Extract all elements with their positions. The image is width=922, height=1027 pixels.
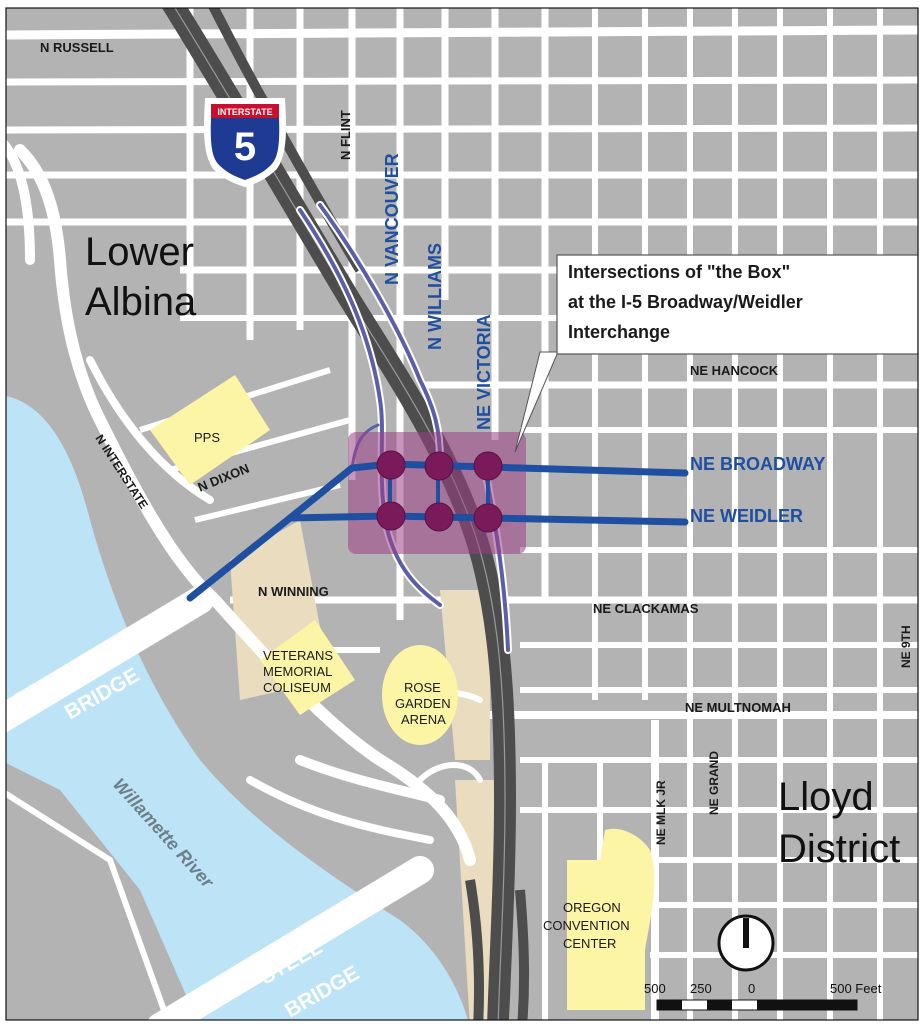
label-occ-line2: CONVENTION (543, 918, 630, 933)
label-n-williams: N WILLIAMS (425, 243, 445, 350)
scale-tick-0: 0 (748, 981, 755, 996)
label-ne-weidler: NE WEIDLER (690, 506, 803, 526)
district-lloyd-line2: District (778, 827, 900, 871)
callout: Intersections of "the Box" at the I-5 Br… (514, 254, 918, 453)
label-n-flint: N FLINT (338, 110, 353, 160)
callout-line2: at the I-5 Broadway/Weidler (568, 292, 803, 312)
label-n-winning: N WINNING (258, 584, 329, 599)
intersection-williams-weidler (424, 502, 454, 532)
scale-bar: 500 250 0 500 Feet (644, 981, 882, 1011)
shield-top-text: INTERSTATE (217, 107, 272, 117)
label-ne-mlk-jr: NE MLK JR (654, 780, 668, 845)
label-rose-line3: ARENA (401, 712, 446, 727)
scale-tick-500-feet: 500 Feet (830, 981, 882, 996)
intersection-williams-broadway (424, 451, 454, 481)
interstate-5-shield: INTERSTATE 5 (203, 98, 287, 188)
label-ne-hancock: NE HANCOCK (690, 363, 779, 378)
label-ne-clackamas: NE CLACKAMAS (593, 601, 699, 616)
scale-tick-250: 250 (690, 981, 712, 996)
callout-line1: Intersections of "the Box" (568, 262, 790, 282)
label-rose-line1: ROSE (404, 680, 441, 695)
shield-number: 5 (234, 125, 256, 169)
pps-building (150, 375, 270, 485)
north-arrow (717, 914, 775, 972)
intersection-vancouver-broadway (376, 450, 406, 480)
rose-garden-arena (382, 645, 458, 745)
veterans-coliseum (260, 620, 355, 715)
label-occ-line1: OREGON (563, 900, 621, 915)
arterials (6, 139, 483, 1020)
intersection-victoria-broadway (473, 451, 503, 481)
label-pps: PPS (194, 430, 220, 445)
scale-tick-500: 500 (644, 981, 666, 996)
map-frame (5, 7, 919, 1021)
label-vmc-line3: COLISEUM (263, 680, 331, 695)
oregon-convention-center (567, 828, 655, 1010)
intersection-vancouver-weidler (376, 501, 406, 531)
label-ne-multnomah: NE MULTNOMAH (685, 700, 791, 715)
label-n-vancouver: N VANCOUVER (382, 153, 402, 285)
intersections (376, 450, 503, 533)
label-ne-grand: NE GRAND (707, 751, 721, 815)
riverbank-street (6, 790, 171, 1020)
label-ne-victoria: NE VICTORIA (474, 314, 494, 430)
district-lloyd-line1: Lloyd (778, 775, 874, 819)
intersection-victoria-weidler (473, 503, 503, 533)
district-lower-albina-line1: Lower (85, 230, 194, 274)
callout-line3: Interchange (568, 322, 670, 342)
willamette-river (6, 396, 468, 1020)
label-ne-broadway: NE BROADWAY (690, 454, 825, 474)
label-vmc-line2: MEMORIAL (263, 664, 332, 679)
label-vmc-line1: VETERANS (263, 648, 333, 663)
label-rose-line2: GARDEN (395, 696, 451, 711)
label-ne-9th: NE 9TH (899, 625, 913, 668)
district-lower-albina-line2: Albina (85, 280, 197, 324)
label-n-russell: N RUSSELL (40, 40, 114, 55)
label-occ-line3: CENTER (563, 936, 616, 951)
